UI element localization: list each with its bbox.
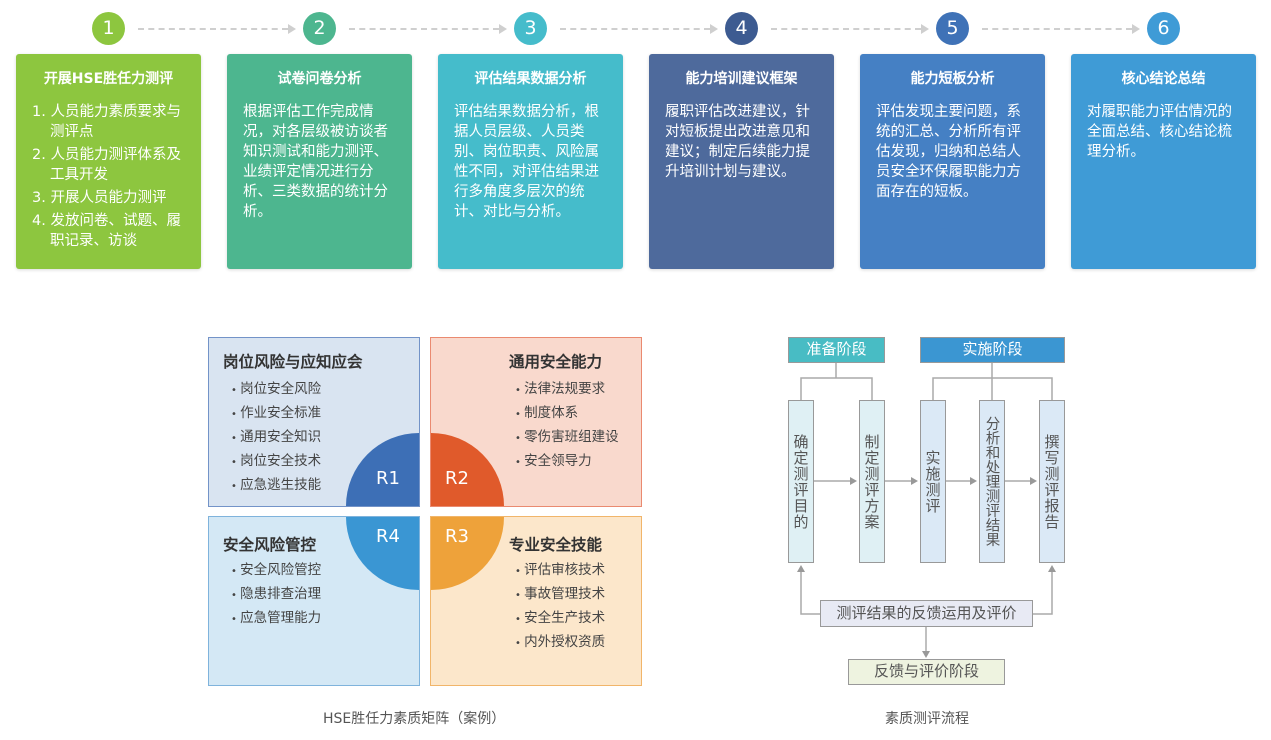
list-item: 隐患排查治理	[231, 583, 321, 607]
list-item: 事故管理技术	[515, 583, 605, 607]
quadrant-r3: 专业安全技能 评估审核技术 事故管理技术 安全生产技术 内外授权资质 R3	[430, 516, 642, 686]
list-item: 岗位安全技术	[231, 450, 321, 474]
feedback-box: 测评结果的反馈运用及评价	[820, 600, 1033, 627]
flow-step: 实施测评	[920, 400, 946, 563]
flow-step: 确定测评目的	[788, 400, 814, 563]
step-description: 根据评估工作完成情况，对各层级被访谈者知识测试和能力测评、业绩评定情况进行分析、…	[243, 104, 388, 220]
arrow-connector	[138, 24, 296, 34]
list-item: 岗位安全风险	[231, 378, 321, 402]
quadrant-r4: 安全风险管控 安全风险管控 隐患排查治理 应急管理能力 R4	[208, 516, 420, 686]
list-item: 法律法规要求	[515, 378, 619, 402]
step-number-badge: 3	[514, 12, 547, 45]
quadrant-title: 安全风险管控	[223, 536, 317, 554]
step-title: 试卷问卷分析	[277, 71, 362, 87]
matrix-caption: HSE胜任力素质矩阵（案例）	[323, 711, 506, 727]
step-title: 开展HSE胜任力测评	[43, 71, 174, 87]
step-card: 试卷问卷分析根据评估工作完成情况，对各层级被访谈者知识测试和能力测评、业绩评定情…	[227, 54, 412, 269]
step-card: 开展HSE胜任力测评 1. 人员能力素质要求与测评点 2. 人员能力测评体系及工具开…	[16, 54, 201, 269]
step-number-badge: 1	[92, 12, 125, 45]
quadrant-title: 通用安全能力	[509, 353, 603, 371]
step-title: 能力培训建议框架	[685, 71, 798, 87]
flow-step: 制定测评方案	[859, 400, 885, 563]
list-item: 3. 开展人员能力测评	[32, 190, 167, 206]
list-item: 内外授权资质	[515, 631, 605, 655]
phase-impl: 实施阶段	[920, 337, 1065, 363]
arrow-connector	[349, 24, 507, 34]
step-number-badge: 4	[725, 12, 758, 45]
quadrant-title: 岗位风险与应知应会	[223, 353, 363, 371]
quadrant-r1: 岗位风险与应知应会 岗位安全风险 作业安全标准 通用安全知识 岗位安全技术 应急…	[208, 337, 420, 507]
step-title: 核心结论总结	[1121, 71, 1206, 87]
arrow-connector	[982, 24, 1140, 34]
arrow-connector	[771, 24, 929, 34]
step-description: 评估结果数据分析，根据人员层级、人员类别、岗位职责、风险属性不同，对评估结果进行…	[454, 104, 599, 220]
step-number-badge: 6	[1147, 12, 1180, 45]
step-card: 评估结果数据分析评估结果数据分析，根据人员层级、人员类别、岗位职责、风险属性不同…	[438, 54, 623, 269]
step-card: 核心结论总结对履职能力评估情况的全面总结、核心结论梳理分析。	[1071, 54, 1256, 269]
step-title: 能力短板分析	[910, 71, 995, 87]
phase-prep: 准备阶段	[788, 337, 885, 363]
step-title: 评估结果数据分析	[474, 71, 587, 87]
flow-step: 撰写测评报告	[1039, 400, 1065, 563]
flow-caption: 素质测评流程	[885, 711, 969, 727]
list-item: 应急管理能力	[231, 607, 321, 631]
list-item: 1. 人员能力素质要求与测评点	[32, 104, 181, 140]
step-description: 对履职能力评估情况的全面总结、核心结论梳理分析。	[1087, 104, 1232, 160]
phase-feedback: 反馈与评价阶段	[848, 659, 1005, 685]
step-description: 履职评估改进建议，针对短板提出改进意见和建议；制定后续能力提升培训计划与建议。	[665, 104, 810, 180]
list-item: 作业安全标准	[231, 402, 321, 426]
step-number-badge: 5	[936, 12, 969, 45]
list-item: 通用安全知识	[231, 426, 321, 450]
flow-step: 分析和处理测评结果	[979, 400, 1005, 563]
list-item: 安全生产技术	[515, 607, 605, 631]
list-item: 制度体系	[515, 402, 619, 426]
step-description: 评估发现主要问题，系统的汇总、分析所有评估发现，归纳和总结人员安全环保履职能力方…	[876, 104, 1021, 200]
quadrant-title: 专业安全技能	[509, 536, 603, 554]
list-item: 安全风险管控	[231, 559, 321, 583]
arrow-connector	[560, 24, 718, 34]
list-item: 2. 人员能力测评体系及工具开发	[32, 147, 181, 183]
step-number-badge: 2	[303, 12, 336, 45]
list-item: 4. 发放问卷、试题、履职记录、访谈	[32, 213, 181, 249]
list-item: 应急逃生技能	[231, 474, 321, 498]
list-item: 安全领导力	[515, 450, 619, 474]
step-card: 能力短板分析评估发现主要问题，系统的汇总、分析所有评估发现，归纳和总结人员安全环…	[860, 54, 1045, 269]
step-card: 能力培训建议框架履职评估改进建议，针对短板提出改进意见和建议；制定后续能力提升培…	[649, 54, 834, 269]
list-item: 零伤害班组建设	[515, 426, 619, 450]
list-item: 评估审核技术	[515, 559, 605, 583]
quadrant-r2: 通用安全能力 法律法规要求 制度体系 零伤害班组建设 安全领导力 R2	[430, 337, 642, 507]
